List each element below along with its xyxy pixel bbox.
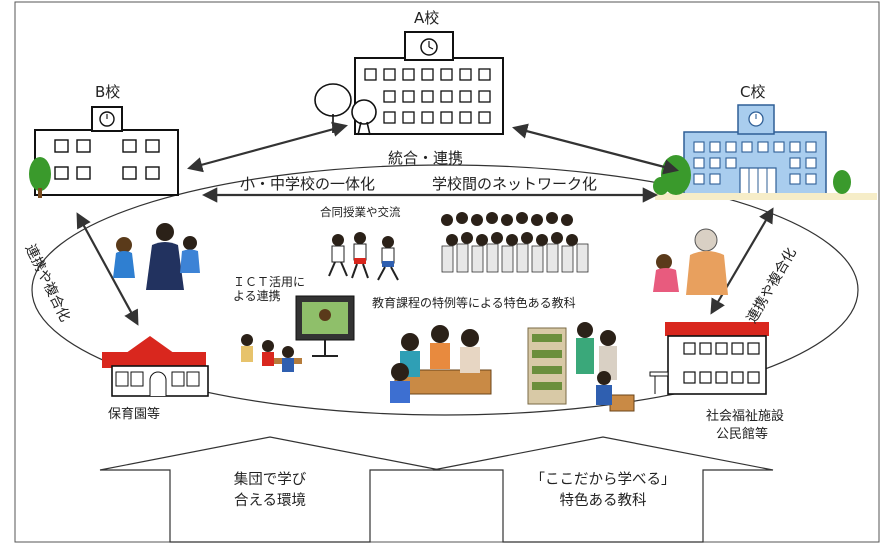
family-illustration (113, 223, 200, 290)
nursery-building (102, 336, 209, 397)
classroom-discussion-illustration (390, 325, 492, 403)
right-block-arrow (432, 436, 774, 543)
school-b-building (29, 106, 179, 198)
school-a-building (314, 31, 504, 136)
joint-class-label: 合同授業や交流 (320, 205, 401, 219)
welfare-label-line2: 公民館等 (716, 427, 769, 442)
integration-title: 統合・連携 (388, 149, 464, 167)
left-box-line2: 合える環境 (233, 493, 307, 510)
right-box-line2: 特色ある教科 (559, 493, 647, 510)
shop-work-illustration (527, 322, 635, 412)
right-box-text: 「ここだから学べる」 特色ある教科 (513, 470, 693, 512)
welfare-building (649, 322, 769, 395)
integration-right-text: 学校間のネットワーク化 (432, 175, 598, 193)
school-b-label: B校 (95, 83, 121, 101)
nursery-label: 保育園等 (108, 407, 161, 422)
student-group-illustration (441, 212, 589, 273)
right-box-line1: 「ここだから学べる」 (530, 472, 676, 488)
school-a-label: A校 (414, 9, 440, 27)
left-box-text: 集団で学び 合える環境 (180, 470, 360, 512)
left-block-arrow (99, 436, 441, 543)
welfare-label-line1: 社会福祉施設 (706, 409, 785, 424)
left-box-line1: 集団で学び (233, 472, 307, 488)
children-running-illustration (328, 232, 399, 281)
ict-illustration (241, 295, 355, 372)
outer-frame (14, 1, 880, 543)
network-ellipse (31, 164, 859, 416)
school-c-label: C校 (740, 83, 766, 101)
elderly-child-illustration (653, 228, 728, 295)
ict-label: ＩＣＴ活用に よる連携 (233, 275, 306, 303)
bottom-arrows (99, 436, 774, 543)
curriculum-label: 教育課程の特例等による特色ある教科 (372, 296, 576, 310)
school-c-building (653, 104, 877, 200)
connection-arrows (76, 121, 774, 326)
integration-left-text: 小・中学校の一体化 (240, 175, 376, 193)
